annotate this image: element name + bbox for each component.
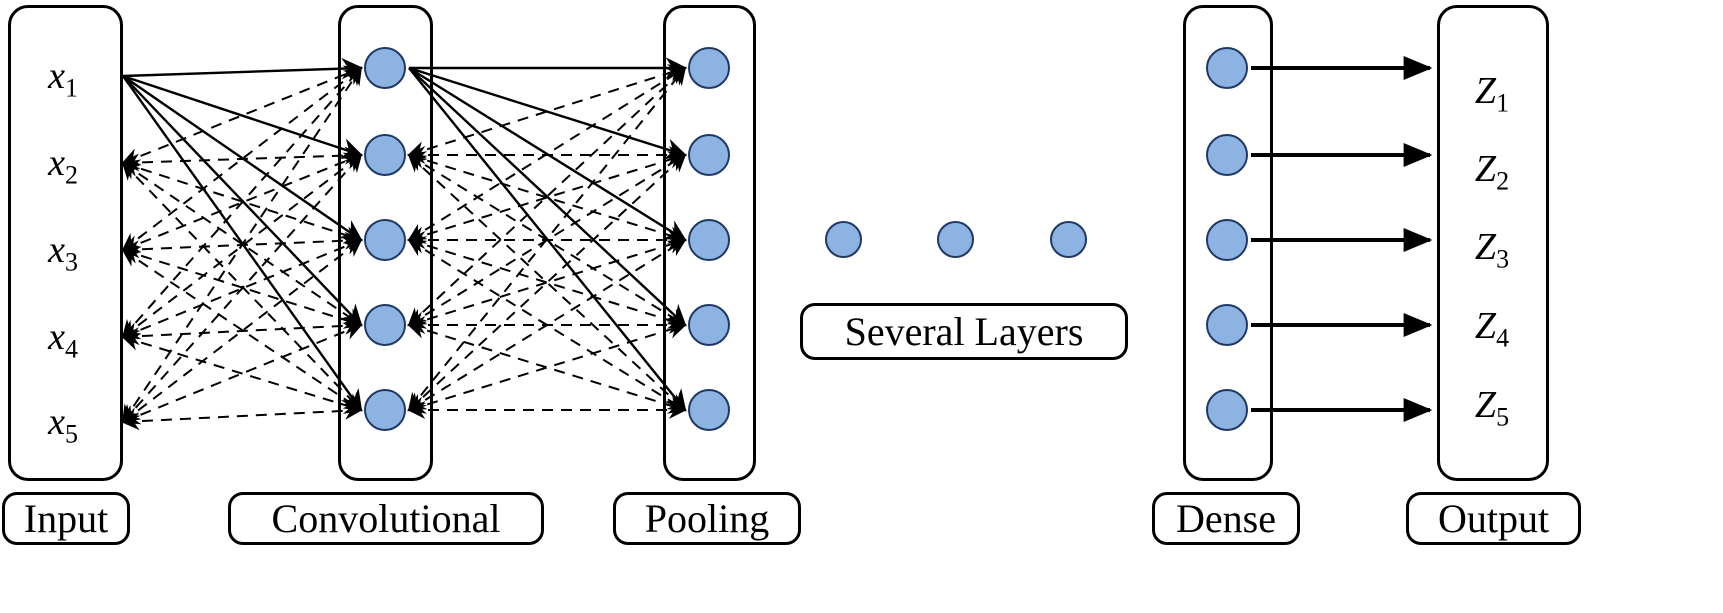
output-node-z4-sub: 4	[1496, 323, 1510, 353]
dense-neuron-node	[1206, 47, 1248, 89]
input-node-x2-base: x	[48, 142, 65, 184]
output-node-z1: Z1	[1474, 70, 1509, 116]
pool-neuron-node	[688, 389, 730, 431]
input-node-x4: x4	[48, 316, 78, 362]
solid-connection-line	[122, 57, 364, 80]
pool-neuron-node	[688, 47, 730, 89]
conv-neuron-node	[364, 304, 406, 346]
input-node-x3: x3	[48, 229, 78, 275]
output-node-z2-base: Z	[1474, 148, 1497, 190]
dashed-connection-line	[407, 321, 687, 414]
output-node-z3-sub: 3	[1496, 244, 1510, 274]
several-layers-label: Several Layers	[800, 303, 1128, 360]
dashed-connection-line	[121, 146, 363, 172]
dashed-connection-line	[121, 66, 363, 424]
input-node-x5: x5	[48, 401, 78, 447]
ellipsis-dot	[825, 221, 862, 258]
dashed-connection-line	[121, 66, 363, 339]
dashed-connection-line	[121, 401, 363, 431]
dense-layer-label: Dense	[1152, 492, 1300, 545]
output-node-z5: Z5	[1474, 384, 1509, 430]
input-layer-label: Input	[2, 492, 130, 545]
input-node-x4-sub: 4	[64, 334, 78, 364]
output-node-z1-base: Z	[1474, 70, 1497, 112]
pool-neuron-node	[688, 219, 730, 261]
solid-connection-line	[122, 74, 364, 160]
ellipsis-dot	[1050, 221, 1087, 258]
conv-neuron-node	[364, 219, 406, 261]
input-node-x2-sub: 2	[64, 160, 78, 190]
dashed-connection-line	[121, 238, 363, 424]
output-node-z2: Z2	[1474, 148, 1509, 194]
output-node-z1-sub: 1	[1496, 88, 1510, 118]
input-node-x1-sub: 1	[64, 73, 78, 103]
input-node-x5-sub: 5	[64, 419, 78, 449]
input-node-x3-base: x	[48, 229, 65, 271]
output-node-z3: Z3	[1474, 226, 1509, 272]
conv-neuron-node	[364, 47, 406, 89]
output-node-z5-sub: 5	[1496, 402, 1510, 432]
input-node-x1-base: x	[48, 55, 65, 97]
output-node-z5-base: Z	[1474, 384, 1497, 426]
input-node-x1: x1	[48, 55, 78, 101]
convolutional-layer-label: Convolutional	[228, 492, 544, 545]
input-node-x2: x2	[48, 142, 78, 188]
dense-neuron-node	[1206, 134, 1248, 176]
conv-neuron-node	[364, 134, 406, 176]
output-layer-box	[1437, 5, 1549, 481]
dense-neuron-node	[1206, 304, 1248, 346]
output-node-z4: Z4	[1474, 305, 1509, 351]
output-node-z2-sub: 2	[1496, 166, 1510, 196]
dense-neuron-node	[1206, 389, 1248, 431]
output-node-z3-base: Z	[1474, 226, 1497, 268]
dense-neuron-node	[1206, 219, 1248, 261]
pooling-layer-label: Pooling	[613, 492, 801, 545]
output-node-z4-base: Z	[1474, 305, 1497, 347]
input-node-x5-base: x	[48, 401, 65, 443]
pool-neuron-node	[688, 134, 730, 176]
ellipsis-dot	[937, 221, 974, 258]
conv-neuron-node	[364, 389, 406, 431]
input-node-x3-sub: 3	[64, 247, 78, 277]
input-node-x4-base: x	[48, 316, 65, 358]
pool-neuron-node	[688, 304, 730, 346]
dashed-connection-line	[121, 316, 363, 346]
output-layer-label: Output	[1406, 492, 1581, 545]
